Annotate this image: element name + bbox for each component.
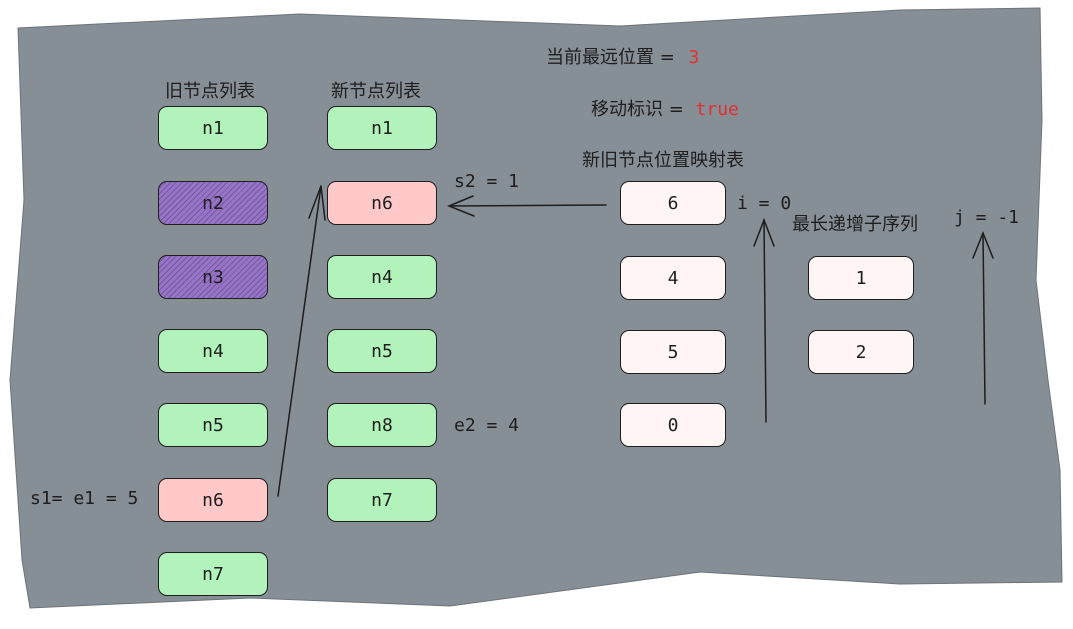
map-cell-3: 5 <box>620 330 726 374</box>
old-node-4: n4 <box>158 329 268 373</box>
new-node-4: n5 <box>327 329 437 373</box>
old-node-6: n6 <box>158 478 268 522</box>
arrow-old-n6-to-new-n6 <box>277 185 326 497</box>
new-node-5: n8 <box>327 403 437 447</box>
moved-value: true <box>695 99 739 120</box>
map-table-heading: 新旧节点位置映射表 <box>582 150 744 171</box>
e2-label: e2 = 4 <box>454 415 520 436</box>
old-node-1: n1 <box>158 106 268 150</box>
map-cell-1: 6 <box>620 181 726 225</box>
moved-flag: 移动标识 = true <box>591 95 739 121</box>
arrow-i-pointer <box>753 217 775 423</box>
lis-cell-2: 2 <box>808 330 914 374</box>
old-node-5: n5 <box>158 403 268 447</box>
arrow-map-to-new-n6 <box>447 195 607 217</box>
lis-heading: 最长递增子序列 <box>792 214 918 235</box>
old-node-7: n7 <box>158 552 268 596</box>
new-node-6: n7 <box>327 478 437 522</box>
old-list-heading: 旧节点列表 <box>165 81 255 102</box>
new-list-heading: 新节点列表 <box>331 81 421 102</box>
new-node-2: n6 <box>327 181 437 225</box>
farthest-label: 当前最远位置 = <box>546 47 675 68</box>
map-cell-4: 0 <box>620 403 726 447</box>
farthest-value: 3 <box>688 47 700 68</box>
arrow-j-pointer <box>972 230 994 405</box>
old-node-2: n2 <box>158 181 268 225</box>
s1-e1-label: s1= e1 = 5 <box>30 488 139 509</box>
new-node-3: n4 <box>327 255 437 299</box>
old-node-3: n3 <box>158 255 268 299</box>
new-node-1: n1 <box>327 106 437 150</box>
map-cell-2: 4 <box>620 256 726 300</box>
farthest-position: 当前最远位置 = 3 <box>546 43 699 69</box>
j-label: j = -1 <box>954 207 1020 228</box>
i-label: i = 0 <box>737 193 792 214</box>
moved-label: 移动标识 = <box>591 99 684 120</box>
lis-cell-1: 1 <box>808 256 914 300</box>
s2-label: s2 = 1 <box>454 171 520 192</box>
